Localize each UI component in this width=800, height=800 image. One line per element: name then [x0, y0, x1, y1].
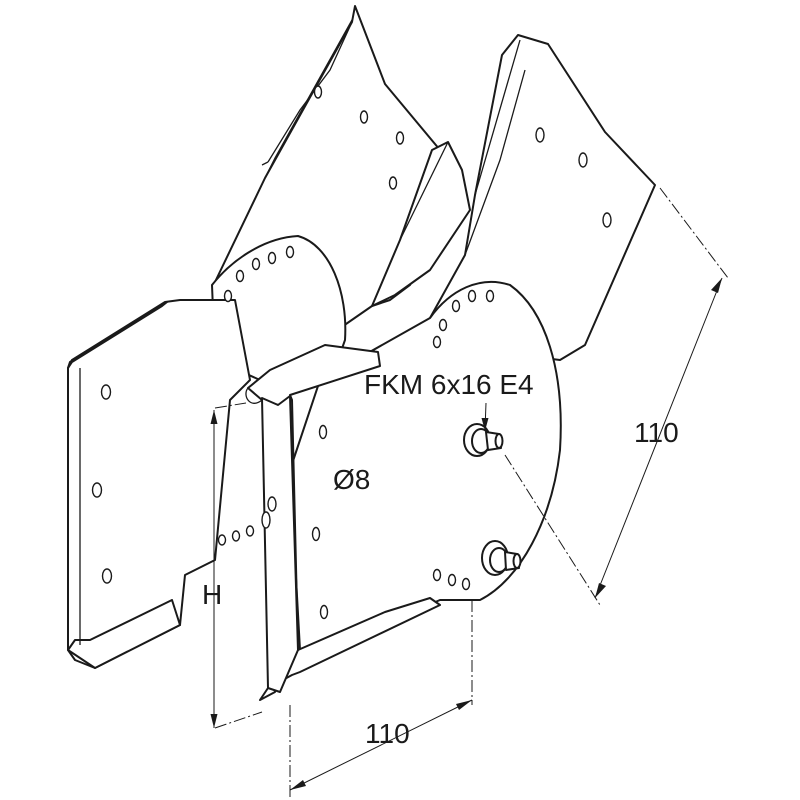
hole	[285, 245, 295, 259]
hole	[235, 269, 245, 283]
hole	[100, 384, 112, 400]
leader-fastener	[481, 402, 489, 431]
hole	[217, 534, 227, 546]
hole	[319, 604, 329, 620]
hole	[359, 110, 369, 124]
left-hinge-plate	[211, 235, 347, 381]
hole-diameter-label: Ø8	[333, 464, 370, 495]
hole	[313, 85, 323, 99]
hole	[91, 482, 103, 498]
hole	[318, 424, 328, 440]
hole	[261, 511, 271, 529]
hole	[485, 289, 495, 303]
hole	[388, 176, 398, 190]
hole	[447, 573, 457, 587]
hole	[535, 127, 545, 143]
hole	[267, 496, 277, 512]
hole	[461, 577, 471, 591]
hole	[467, 289, 477, 303]
left-coupler-assembly	[67, 5, 471, 669]
length-right-label: 110	[634, 417, 679, 448]
fastener-label: FKM 6x16 E4	[364, 369, 534, 400]
hole	[432, 335, 442, 349]
hole	[451, 299, 461, 313]
hole	[395, 131, 405, 145]
hole	[267, 251, 277, 265]
hole	[223, 289, 233, 303]
length-bottom-label: 110	[365, 718, 410, 749]
hole	[578, 152, 588, 168]
plate-holes	[91, 85, 612, 620]
dimension-length-right	[504, 187, 729, 606]
hole	[101, 568, 113, 584]
bolt-upper	[463, 423, 504, 457]
bolt-lower	[481, 540, 522, 576]
hole	[438, 318, 448, 332]
dimension-length-bottom	[289, 600, 473, 800]
height-label: H	[202, 579, 222, 610]
left-lower-channel-lip	[67, 301, 168, 369]
hole	[245, 525, 255, 537]
hole	[311, 526, 321, 542]
hole	[432, 568, 442, 582]
hole	[602, 212, 612, 228]
left-lower-channel-floor	[67, 599, 181, 669]
hole	[231, 530, 241, 542]
dimension-height	[210, 402, 263, 729]
left-upper-inner-wall	[371, 141, 471, 307]
hole	[251, 257, 261, 271]
right-lower-side-wall	[261, 395, 299, 693]
